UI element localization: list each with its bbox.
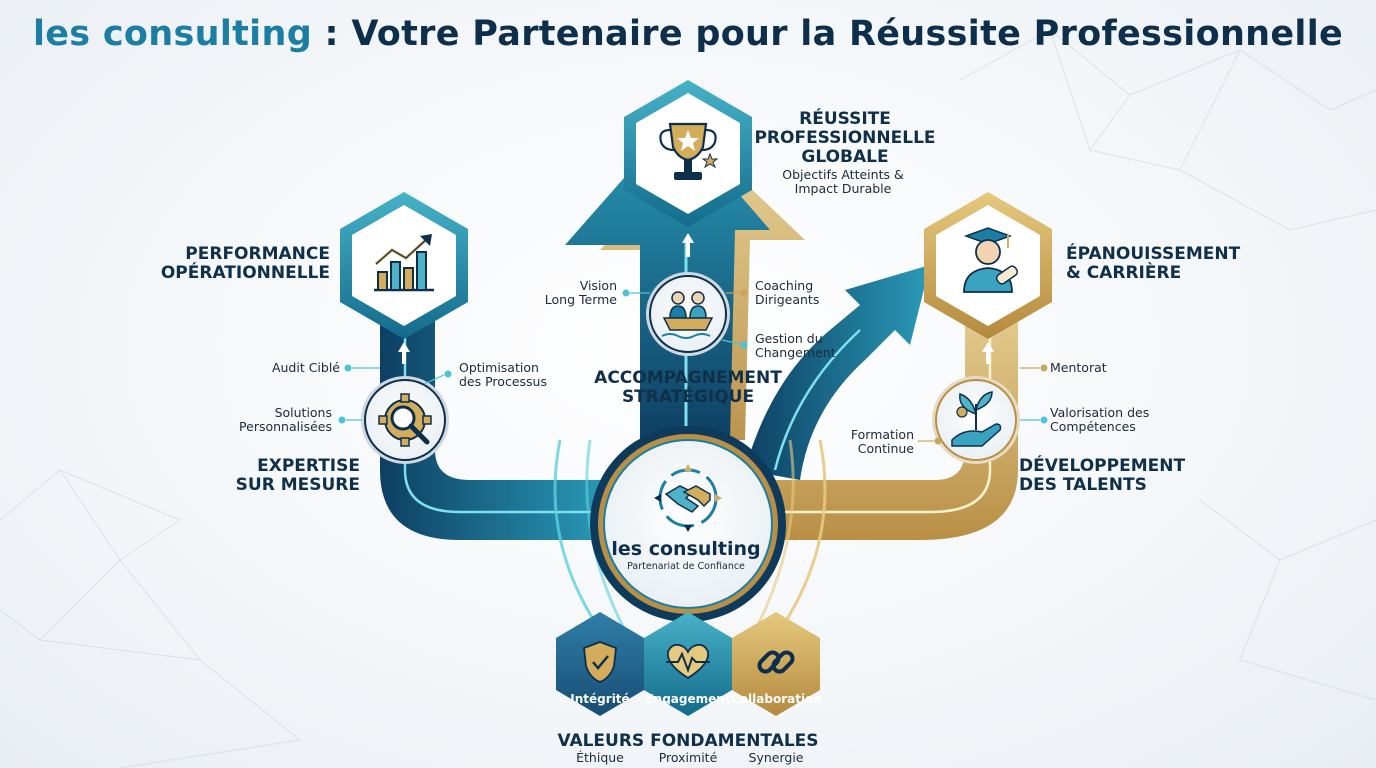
strategic-item-line: Dirigeants (755, 292, 820, 307)
value-label-integrite: Intégrité (570, 692, 630, 706)
left-channel (380, 300, 610, 540)
center-brand-name: les consulting (611, 538, 761, 560)
talents-item-line: Continue (857, 441, 914, 456)
expertise-item-line: Audit Ciblé (271, 360, 340, 375)
chain-icon (757, 650, 795, 674)
up-arrow-marks (398, 233, 994, 364)
handshake-icon (654, 464, 722, 532)
strategic-item-line: Coaching (755, 278, 814, 293)
top-title-line: RÉUSSITE (799, 109, 891, 129)
left-node (340, 192, 468, 339)
expertise-item-line: Personnalisées (239, 419, 332, 434)
value-label-engagement: Engagement (645, 692, 731, 706)
strategic-item-line: Gestion du (755, 331, 823, 346)
left-title-line: PERFORMANCE (185, 244, 330, 264)
talents-item-formation: Formation Continue (810, 428, 914, 456)
trophy-icon (659, 122, 719, 180)
strategic-title: ACCOMPAGNEMENT STRATÉGIQUE (578, 369, 798, 407)
value-label-collaboration: Collaboration (731, 692, 822, 706)
top-node-subtitle: Objectifs Atteints & Impact Durable (768, 168, 918, 196)
right-node (924, 192, 1052, 339)
talents-item-valorisation: Valorisation des Compétences (1050, 406, 1190, 434)
talents-title: DÉVELOPPEMENT DES TALENTS (1019, 457, 1219, 495)
right-title-line: ÉPANOUISSEMENT (1066, 244, 1241, 264)
right-title-line: & CARRIÈRE (1066, 263, 1182, 283)
strategic-node (646, 272, 730, 356)
expertise-item-solutions: Solutions Personnalisées (190, 406, 332, 434)
right-channel (770, 300, 1018, 540)
expertise-item-optimisation: Optimisation des Processus (459, 361, 579, 389)
expertise-title: EXPERTISE SUR MESURE (180, 457, 360, 495)
values-title: VALEURS FONDAMENTALES (557, 731, 819, 751)
expertise-item-line: Optimisation (459, 360, 539, 375)
talents-item-line: Formation (850, 427, 914, 442)
value-sub-proximite: Proximité (658, 750, 718, 765)
left-title-line: OPÉRATIONNELLE (160, 263, 330, 283)
shield-icon (583, 641, 617, 683)
heartbeat-icon (666, 643, 710, 680)
top-sub-line: Impact Durable (794, 181, 892, 196)
strategic-item-line: Vision (579, 278, 617, 293)
top-title-line: PROFESSIONNELLE (754, 128, 936, 148)
title-rest: Votre Partenaire pour la Réussite Profes… (351, 14, 1344, 54)
title-brand: les consulting (32, 14, 313, 54)
talents-item-mentorat: Mentorat (1050, 361, 1150, 375)
diagonal-arrow (745, 265, 930, 480)
graduate-icon (963, 227, 1019, 293)
center-medallion (590, 426, 786, 622)
center-tagline: Partenariat de Confiance (627, 561, 745, 572)
strategic-item-coaching: Coaching Dirigeants (755, 279, 855, 307)
expertise-item-line: Solutions (274, 405, 332, 420)
left-node-title: PERFORMANCE OPÉRATIONNELLE (140, 245, 330, 283)
title-separator: : (312, 14, 352, 54)
top-node-title: RÉUSSITE PROFESSIONNELLE GLOBALE (750, 110, 940, 167)
talents-item-line: Mentorat (1050, 360, 1107, 375)
connector-dots (338, 289, 1048, 445)
gear-search-icon (378, 393, 432, 447)
right-node-title: ÉPANOUISSEMENT & CARRIÈRE (1066, 245, 1266, 283)
value-sub-ethique: Éthique (576, 750, 624, 765)
top-title-line: GLOBALE (801, 147, 889, 167)
strategic-item-vision: Vision Long Terme (520, 279, 617, 307)
expertise-item-line: des Processus (459, 374, 547, 389)
top-sub-line: Objectifs Atteints & (782, 167, 904, 182)
expertise-title-line: EXPERTISE (257, 456, 360, 476)
talents-item-line: Compétences (1050, 419, 1136, 434)
page-title: les consulting : Votre Partenaire pour l… (0, 14, 1376, 54)
expertise-item-audit: Audit Ciblé (200, 361, 340, 375)
strategic-title-line: ACCOMPAGNEMENT (594, 368, 782, 388)
background-network (0, 29, 1376, 768)
expertise-title-line: SUR MESURE (235, 475, 360, 495)
strategic-item-line: Long Terme (544, 292, 617, 307)
strategic-item-line: Changement (755, 345, 836, 360)
strategic-title-line: STRATÉGIQUE (621, 387, 755, 407)
team-boat-icon (661, 291, 714, 339)
strategic-item-gestion: Gestion du Changement (755, 332, 865, 360)
talents-title-line: DES TALENTS (1019, 475, 1147, 495)
talents-title-line: DÉVELOPPEMENT (1019, 456, 1186, 476)
chart-icon (374, 234, 434, 292)
plant-hand-icon (951, 391, 1002, 447)
talents-item-line: Valorisation des (1050, 405, 1150, 420)
value-sub-synergie: Synergie (748, 750, 804, 765)
